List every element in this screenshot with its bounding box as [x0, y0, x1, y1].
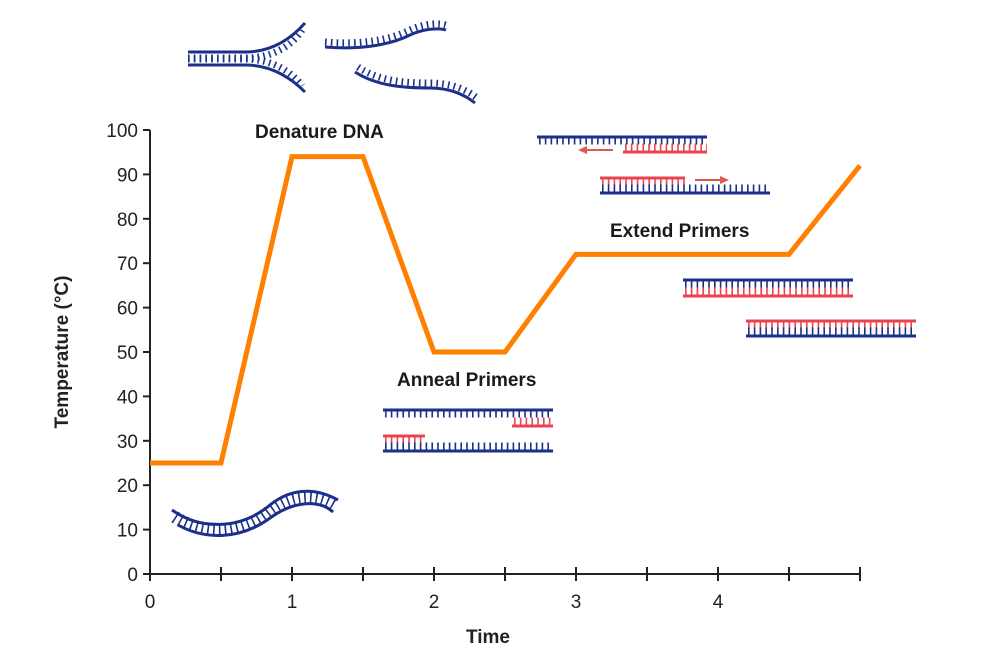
axes: 0 10 20 30 40 50 60 70 80 90 100 0 1 2 3 4 — [106, 121, 861, 613]
plot-area — [150, 154, 862, 466]
extend-primers-icon — [537, 135, 916, 338]
anneal-primers-icon — [383, 408, 553, 453]
y-tick-label: 70 — [117, 254, 138, 275]
x-tick-label: 0 — [145, 592, 156, 613]
y-tick-label: 40 — [117, 387, 138, 408]
y-tick-label: 60 — [117, 299, 138, 320]
temperature-line — [150, 154, 862, 466]
y-tick-label: 20 — [117, 476, 138, 497]
x-tick-label: 1 — [287, 592, 298, 613]
x-tick-label: 4 — [713, 592, 724, 613]
annotation-extend-primers: Extend Primers — [610, 221, 749, 242]
y-tick-label: 30 — [117, 432, 138, 453]
dna-double-helix-icon — [171, 489, 340, 537]
y-tick-label: 0 — [127, 565, 138, 586]
dna-denaturing-icon — [188, 20, 480, 105]
y-tick-label: 50 — [117, 343, 138, 364]
arrow-left-icon — [578, 146, 613, 154]
y-tick-label: 80 — [117, 210, 138, 231]
y-tick-label: 90 — [117, 165, 138, 186]
x-tick-label: 3 — [571, 592, 582, 613]
annotation-denature-dna: Denature DNA — [255, 122, 384, 143]
y-tick-label: 100 — [106, 121, 138, 142]
arrow-right-icon — [695, 176, 729, 184]
y-tick-label: 10 — [117, 521, 138, 542]
y-axis-title: Temperature (°C) — [52, 276, 73, 429]
x-axis-title: Time — [466, 627, 510, 648]
annotation-anneal-primers: Anneal Primers — [397, 370, 536, 391]
x-tick-label: 2 — [429, 592, 440, 613]
